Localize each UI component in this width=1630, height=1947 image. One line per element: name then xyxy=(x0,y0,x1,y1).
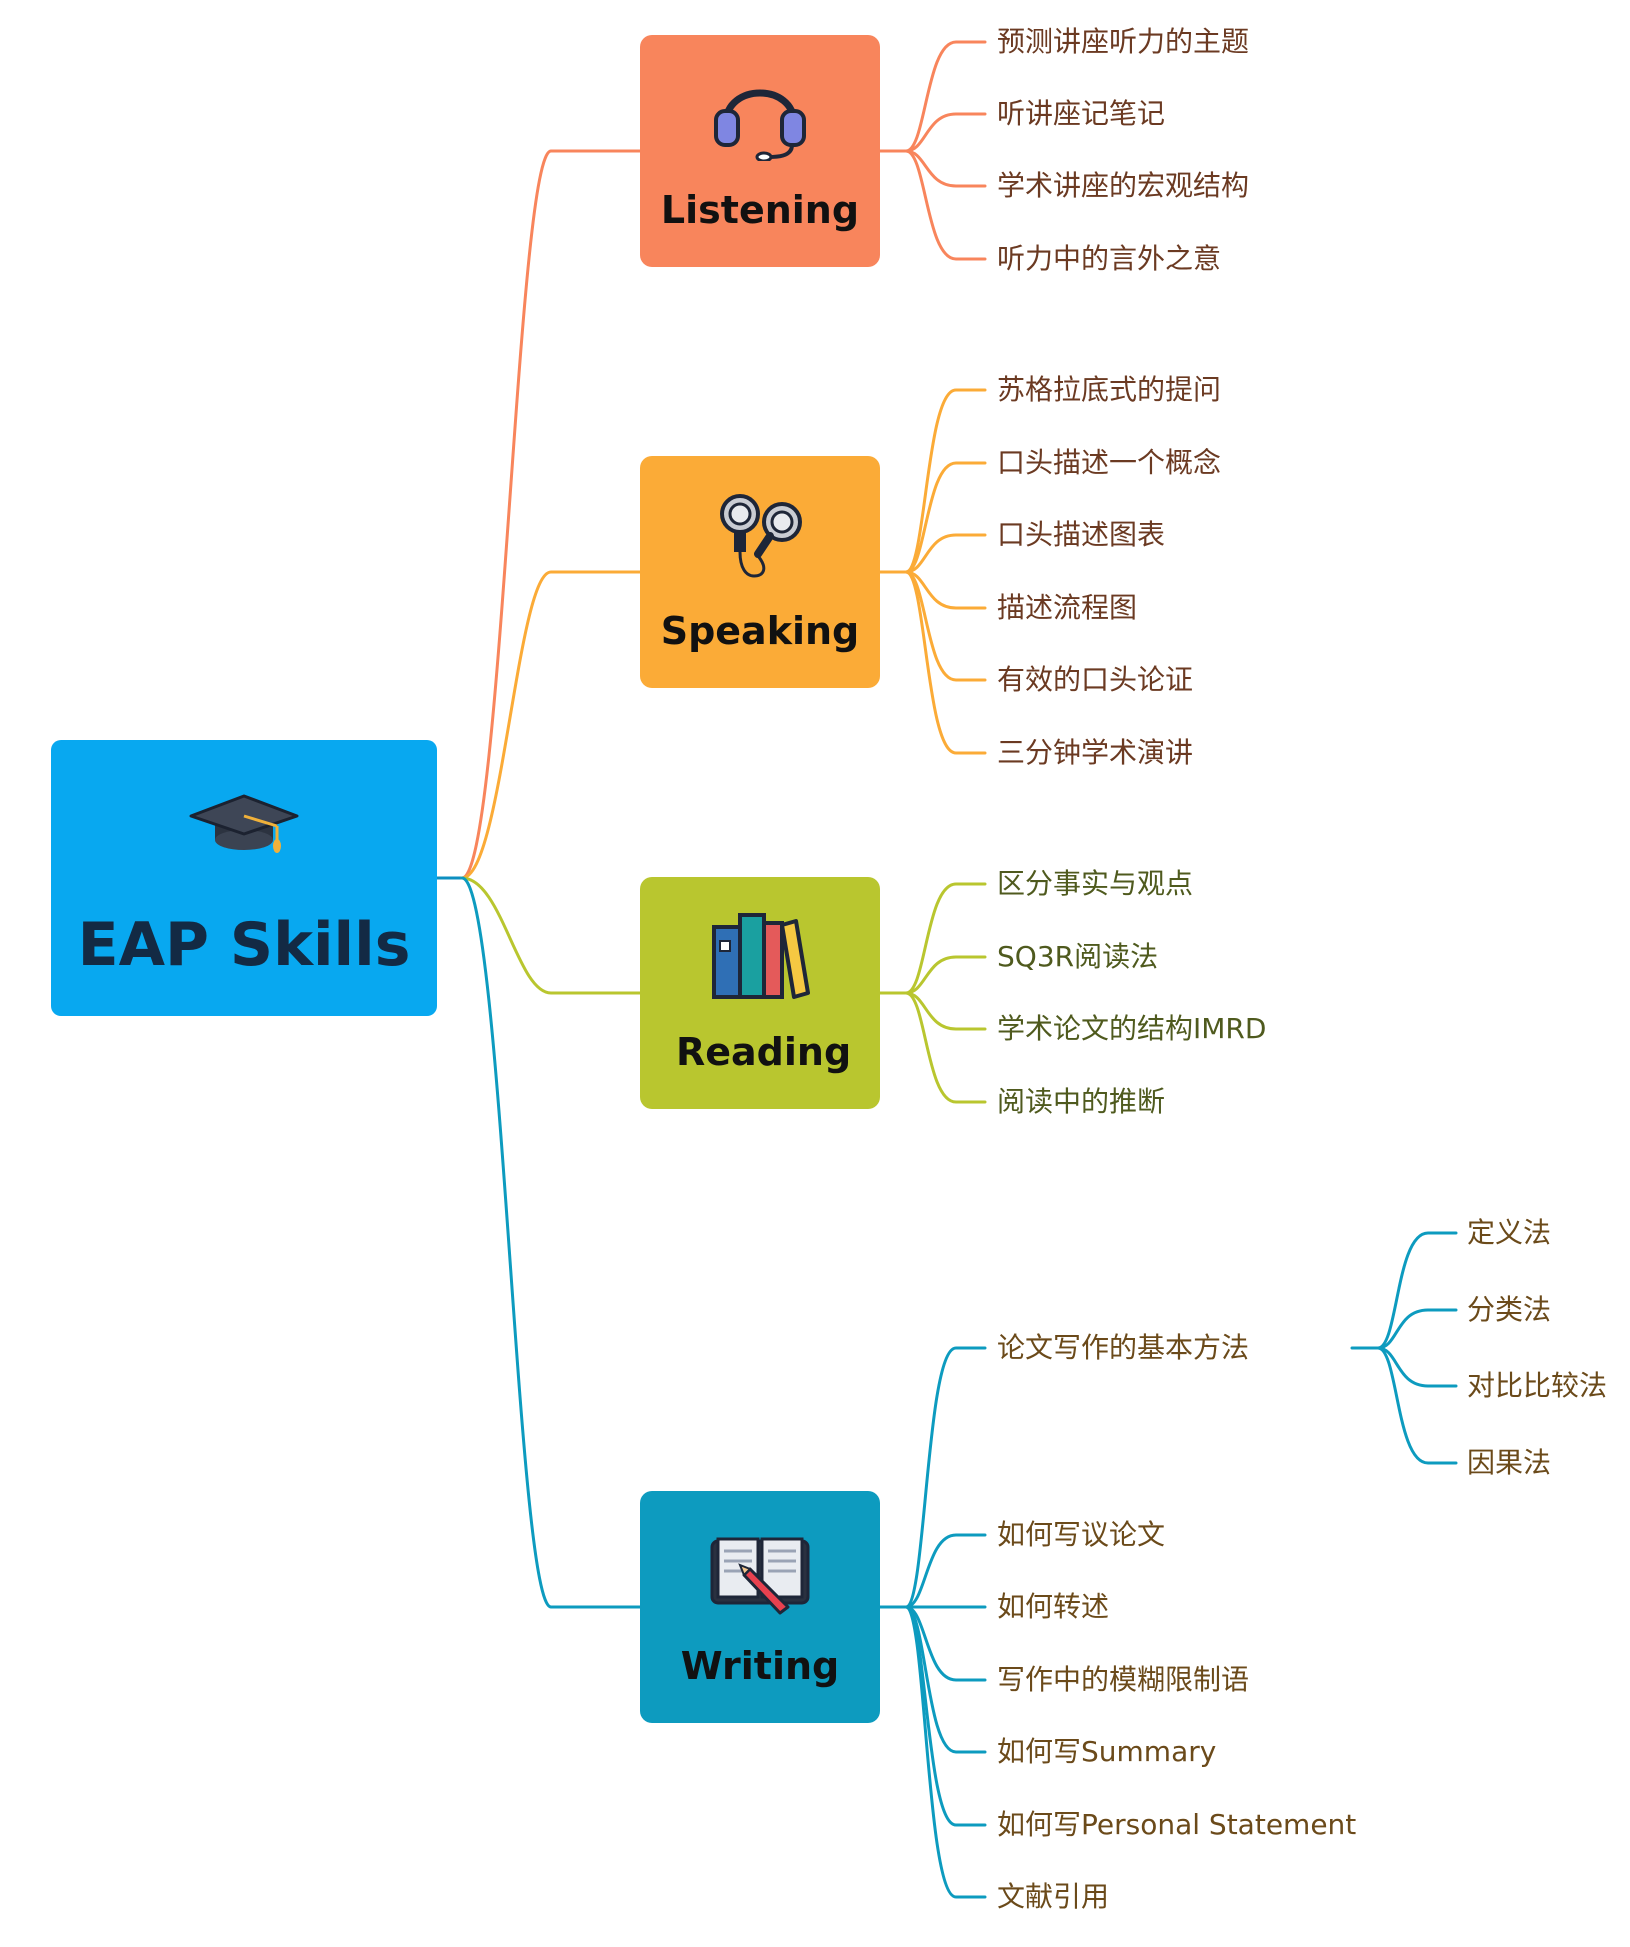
branch-speaking[interactable]: Speaking xyxy=(640,456,880,688)
leaf-topic-item[interactable]: 如何写议论文 xyxy=(997,1518,1166,1551)
leaf-topic-item[interactable]: 口头描述图表 xyxy=(997,518,1166,551)
leaf-connector xyxy=(904,1605,987,1899)
leaf-subtopic-item[interactable]: 定义法 xyxy=(1467,1216,1552,1249)
leaf-topic-item[interactable]: 文献引用 xyxy=(997,1880,1110,1913)
leaf-subtopic-item[interactable]: 因果法 xyxy=(1467,1446,1552,1479)
leaf-topic-item[interactable]: 三分钟学术演讲 xyxy=(997,736,1194,769)
leaf-topic-item[interactable]: 阅读中的推断 xyxy=(997,1085,1166,1118)
branch-label: Reading xyxy=(676,1030,852,1074)
open-book-pencil-icon xyxy=(710,1537,810,1615)
branch-connector xyxy=(460,570,642,880)
root-node[interactable]: EAP Skills xyxy=(51,740,437,1016)
graduation-cap-icon xyxy=(189,794,299,853)
leaf-topic-item[interactable]: 苏格拉底式的提问 xyxy=(997,373,1222,406)
leaf-subtopic-item[interactable]: 分类法 xyxy=(1467,1293,1552,1326)
leaf-topic-item[interactable]: 区分事实与观点 xyxy=(997,867,1194,900)
leaf-topic-item[interactable]: SQ3R阅读法 xyxy=(997,940,1159,973)
branch-connector xyxy=(460,149,642,880)
branch-reading[interactable]: Reading xyxy=(640,877,880,1109)
leaf-connector xyxy=(904,388,987,574)
branch-label: Writing xyxy=(680,1644,840,1688)
leaf-topic-item[interactable]: 学术论文的结构IMRD xyxy=(997,1012,1267,1045)
leaf-subtopic-item[interactable]: 对比比较法 xyxy=(1467,1369,1608,1402)
leaf-topic-item[interactable]: 有效的口头论证 xyxy=(997,663,1194,696)
leaf-connector xyxy=(904,1533,987,1609)
leaf-connector xyxy=(904,112,987,153)
leaf-connector xyxy=(904,570,987,610)
leaf-connector xyxy=(904,991,987,1104)
branch-listening[interactable]: Listening xyxy=(640,35,880,267)
leaf-connector xyxy=(904,955,987,995)
leaf-topic-item[interactable]: 听讲座记笔记 xyxy=(997,97,1166,130)
branch-connector xyxy=(460,876,642,995)
books-icon xyxy=(712,913,810,999)
leaf-topic-item[interactable]: 如何转述 xyxy=(997,1590,1110,1623)
leaf-connector xyxy=(904,533,987,574)
leaf-topic-item[interactable]: 如何写Personal Statement xyxy=(997,1808,1357,1841)
leaf-connector xyxy=(904,149,987,188)
leaf-connector xyxy=(904,1346,987,1609)
earphones-icon xyxy=(720,494,802,578)
leaf-connector xyxy=(904,570,987,755)
leaf-connector xyxy=(904,149,987,261)
subleaf-connector xyxy=(1376,1231,1458,1350)
root-title: EAP Skills xyxy=(77,910,411,980)
leaf-topic-item[interactable]: 听力中的言外之意 xyxy=(997,242,1222,275)
leaf-topic-item[interactable]: 描述流程图 xyxy=(997,591,1138,624)
subleaf-connector xyxy=(1376,1308,1458,1350)
leaf-connector xyxy=(904,570,987,682)
leaf-topic-item[interactable]: 论文写作的基本方法 xyxy=(997,1331,1250,1364)
leaf-connector xyxy=(904,461,987,574)
branch-writing[interactable]: Writing xyxy=(640,1491,880,1723)
branch-label: Speaking xyxy=(660,609,860,653)
subleaf-connector xyxy=(1376,1346,1458,1388)
subleaf-connector xyxy=(1376,1346,1458,1465)
leaf-connector xyxy=(904,40,987,153)
leaf-topic-item[interactable]: 学术讲座的宏观结构 xyxy=(997,169,1250,202)
headset-icon xyxy=(714,89,806,161)
leaf-topic-item[interactable]: 预测讲座听力的主题 xyxy=(997,25,1250,58)
branch-connector xyxy=(460,876,642,1609)
branch-label: Listening xyxy=(660,188,860,232)
leaf-topic-item[interactable]: 口头描述一个概念 xyxy=(997,446,1222,479)
leaf-connector xyxy=(904,882,987,995)
leaf-topic-item[interactable]: 写作中的模糊限制语 xyxy=(997,1663,1250,1696)
leaf-topic-item[interactable]: 如何写Summary xyxy=(997,1735,1217,1768)
leaf-connector xyxy=(904,991,987,1031)
